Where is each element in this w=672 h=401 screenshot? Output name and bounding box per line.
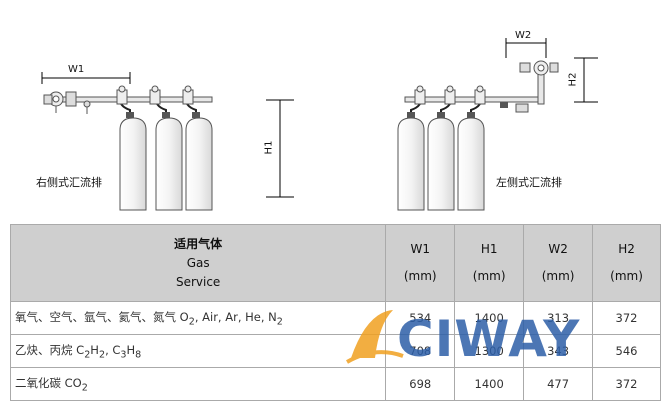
table-row: 二氧化碳 CO2 698 1400 477 372 — [9, 367, 661, 401]
gas-text: , C — [105, 342, 121, 357]
gas-subscript: 2 — [84, 349, 91, 361]
header-w2: W2 (mm) — [523, 224, 594, 302]
cylinder — [119, 117, 213, 211]
header-h1: H1 (mm) — [454, 224, 525, 302]
header-gas-service: 适用气体 Gas Service — [9, 224, 387, 302]
gas-text: H — [126, 342, 136, 357]
header-col-unit: (mm) — [472, 269, 506, 283]
h1-cell: 1400 — [454, 367, 525, 401]
header-col-unit: (mm) — [610, 269, 643, 283]
w1-cell: 534 — [385, 301, 456, 335]
gas-cell: 乙炔、丙烷 C2H2, C3H8 — [9, 334, 387, 368]
header-col-name: W1 — [410, 242, 430, 256]
header-service-en2: Service — [175, 274, 221, 289]
gas-subscript: 2 — [98, 349, 106, 361]
header-col-name: W2 — [548, 242, 568, 256]
gas-subscript: 3 — [120, 349, 127, 361]
h2-cell: 546 — [592, 334, 661, 368]
spec-table: 适用气体 Gas Service W1 (mm) H1 (mm) W2 (mm)… — [9, 224, 661, 401]
w2-cell: 477 — [523, 367, 594, 401]
left-side-manifold-label: 左侧式汇流排 — [496, 176, 562, 189]
manifold-diagram: W1 H1 W2 H2 右侧式汇流排 左侧式汇流排 — [36, 30, 598, 211]
dim-h2-label: H2 — [567, 72, 579, 87]
gas-subscript: 2 — [188, 316, 195, 328]
w1-cell: 698 — [385, 367, 456, 401]
gas-text: , Air, Ar, He, N — [194, 309, 277, 324]
w2-cell: 343 — [523, 334, 594, 368]
header-col-name: H2 — [618, 242, 635, 256]
header-w1: W1 (mm) — [385, 224, 456, 302]
header-col-unit: (mm) — [541, 269, 575, 283]
dim-w2-label: W2 — [515, 30, 532, 41]
gas-cell: 二氧化碳 CO2 — [9, 367, 387, 401]
right-side-manifold-label: 右侧式汇流排 — [36, 176, 102, 189]
manifold-drawing — [41, 38, 598, 211]
gas-text: 乙炔、丙烷 C — [15, 342, 85, 357]
table-row: 乙炔、丙烷 C2H2, C3H8 708 1300 343 546 — [9, 334, 661, 368]
table-row: 氧气、空气、氩气、氦气、氮气 O2, Air, Ar, He, N2 534 1… — [9, 301, 661, 335]
header-service-en1: Gas — [186, 255, 210, 270]
header-col-unit: (mm) — [403, 269, 437, 283]
h1-cell: 1400 — [454, 301, 525, 335]
h2-cell: 372 — [592, 367, 661, 401]
dim-h1-label: H1 — [263, 140, 275, 155]
dim-w1-label: W1 — [68, 64, 85, 75]
h1-cell: 1300 — [454, 334, 525, 368]
gas-subscript: 2 — [276, 316, 283, 328]
table-header-row: 适用气体 Gas Service W1 (mm) H1 (mm) W2 (mm)… — [9, 224, 661, 302]
gas-text: H — [90, 342, 99, 357]
gas-subscript: 2 — [81, 382, 88, 394]
gas-text: 氧气、空气、氩气、氦气、氮气 O — [15, 309, 189, 324]
cylinder — [397, 117, 485, 211]
h2-cell: 372 — [592, 301, 661, 335]
right-side-manifold — [41, 72, 294, 211]
w1-cell: 708 — [385, 334, 456, 368]
gas-text: 二氧化碳 CO — [15, 375, 82, 390]
left-side-manifold — [397, 38, 598, 211]
header-h2: H2 (mm) — [592, 224, 661, 302]
gas-subscript: 8 — [135, 349, 142, 361]
w2-cell: 313 — [523, 301, 594, 335]
header-col-name: H1 — [480, 242, 498, 256]
gas-cell: 氧气、空气、氩气、氦气、氮气 O2, Air, Ar, He, N2 — [9, 301, 387, 335]
header-service-cn: 适用气体 — [174, 236, 223, 251]
